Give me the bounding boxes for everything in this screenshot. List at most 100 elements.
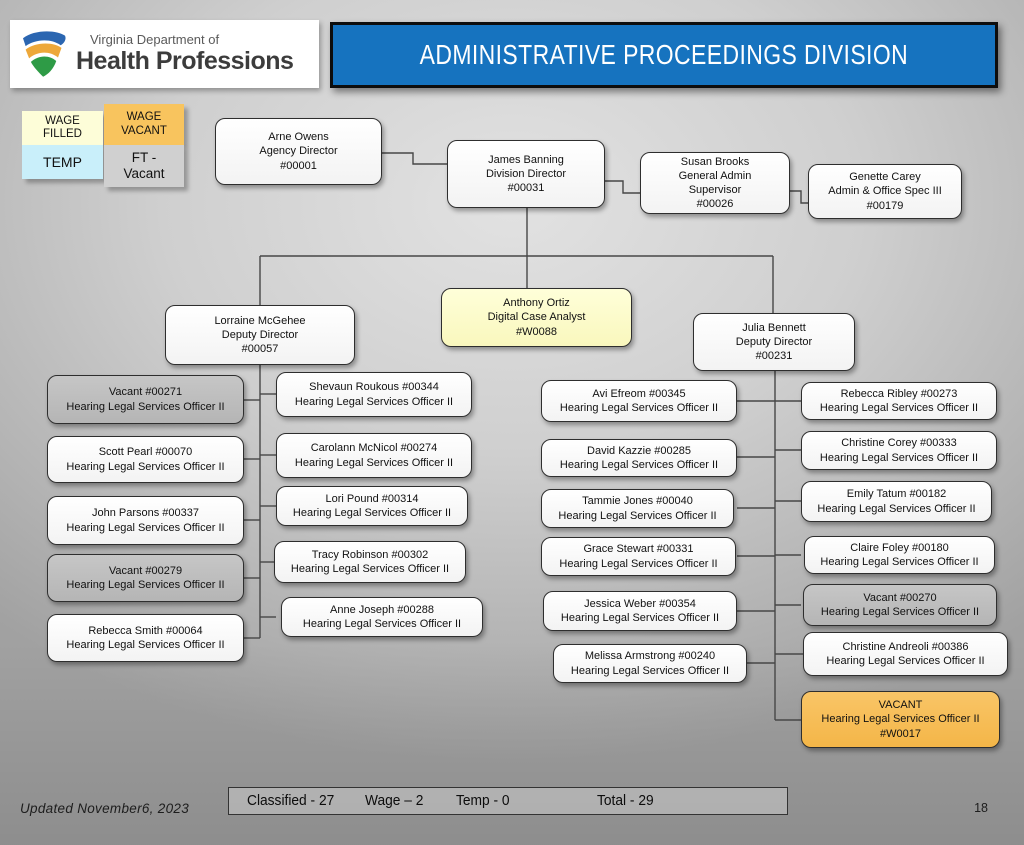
org-box-vacant-00271: Vacant #00271 Hearing Legal Services Off… xyxy=(47,375,244,424)
org-box-christine-corey: Christine Corey #00333 Hearing Legal Ser… xyxy=(801,431,997,470)
person-name: Carolann McNicol #00274 xyxy=(310,442,438,455)
person-role: Hearing Legal Services Officer II xyxy=(817,502,976,515)
person-name: Genette Carey xyxy=(849,171,921,184)
person-name: Vacant #00271 xyxy=(108,386,183,399)
page-number: 18 xyxy=(974,801,988,815)
person-role: Hearing Legal Services Officer II xyxy=(66,579,225,591)
position-id: #00001 xyxy=(280,159,317,172)
person-role: Hearing Legal Services Officer II xyxy=(292,507,452,519)
org-box-rebecca-smith: Rebecca Smith #00064 Hearing Legal Servi… xyxy=(47,614,244,662)
person-role: Hearing Legal Services Officer II xyxy=(559,459,719,471)
person-role: Hearing Legal Services Officer II xyxy=(560,612,720,624)
person-role: Hearing Legal Services Officer II xyxy=(66,460,225,473)
position-id: #W0017 xyxy=(880,727,921,740)
org-box-shevaun-roukous: Shevaun Roukous #00344 Hearing Legal Ser… xyxy=(276,372,472,417)
person-role: Hearing Legal Services Officer II xyxy=(559,402,719,414)
person-name: Claire Foley #00180 xyxy=(850,541,949,554)
person-name: Anne Joseph #00288 xyxy=(330,603,434,616)
person-role: Admin & Office Spec III xyxy=(828,185,942,198)
person-name: Lori Pound #00314 xyxy=(325,492,419,505)
person-name: Anthony Ortiz xyxy=(503,297,570,310)
legend-wage-filled: WAGE FILLED xyxy=(22,111,103,145)
position-id: #00179 xyxy=(866,199,904,212)
person-role: Digital Case Analyst xyxy=(487,311,586,324)
summary-classified: Classified - 27 xyxy=(247,793,335,809)
person-role: Deputy Director xyxy=(735,335,813,348)
person-name: Avi Efreom #00345 xyxy=(592,387,686,400)
legend-temp: TEMP xyxy=(22,145,103,179)
person-name: Shevaun Roukous #00344 xyxy=(309,381,439,394)
person-name: Susan Brooks xyxy=(680,155,750,168)
person-role: Hearing Legal Services Officer II xyxy=(302,618,462,630)
org-box-susan-brooks: Susan Brooks General Admin Supervisor #0… xyxy=(640,152,790,214)
org-box-claire-foley: Claire Foley #00180 Hearing Legal Servic… xyxy=(804,536,995,574)
person-role: Division Director xyxy=(485,167,567,180)
person-role: Hearing Legal Services Officer II xyxy=(559,557,718,570)
page-title: ADMINISTRATIVE PROCEEDINGS DIVISION xyxy=(419,39,909,70)
summary-bar: Classified - 27 Wage – 2 Temp - 0 Total … xyxy=(228,787,788,815)
org-box-grace-stewart: Grace Stewart #00331 Hearing Legal Servi… xyxy=(541,537,736,576)
person-name: Tracy Robinson #00302 xyxy=(311,548,429,561)
org-box-john-parsons: John Parsons #00337 Hearing Legal Servic… xyxy=(47,496,244,545)
person-name: VACANT xyxy=(878,699,923,712)
org-box-tracy-robinson: Tracy Robinson #00302 Hearing Legal Serv… xyxy=(274,541,466,583)
health-professions-logo-icon xyxy=(23,31,66,77)
person-name: David Kazzie #00285 xyxy=(587,444,691,457)
person-role: Hearing Legal Services Officer II xyxy=(820,556,979,568)
person-role: Hearing Legal Services Officer II xyxy=(819,451,979,464)
person-name: Emily Tatum #00182 xyxy=(846,488,947,501)
person-name: Christine Andreoli #00386 xyxy=(842,640,969,653)
person-role: Hearing Legal Services Officer II xyxy=(290,563,450,575)
person-role: Hearing Legal Services Officer II xyxy=(819,402,979,414)
person-name: Rebecca Smith #00064 xyxy=(88,624,203,637)
person-name: Jessica Weber #00354 xyxy=(584,597,696,610)
logo-box: Virginia Department of Health Profession… xyxy=(10,20,319,88)
person-name: James Banning xyxy=(488,153,564,166)
org-box-arne-owens: Arne Owens Agency Director #00001 xyxy=(215,118,382,185)
person-name: Vacant #00279 xyxy=(108,564,183,577)
position-id: #00031 xyxy=(507,182,545,195)
org-box-lorraine-mcgehee: Lorraine McGehee Deputy Director #00057 xyxy=(165,305,355,365)
org-box-james-banning: James Banning Division Director #00031 xyxy=(447,140,605,208)
position-id: #00057 xyxy=(241,343,279,356)
summary-temp: Temp - 0 xyxy=(456,793,511,809)
person-role: Hearing Legal Services Officer II xyxy=(294,456,454,469)
org-box-emily-tatum: Emily Tatum #00182 Hearing Legal Service… xyxy=(801,481,992,522)
person-name: Arne Owens xyxy=(268,131,329,144)
logo-text-bottom: Health Professions xyxy=(76,47,294,75)
org-box-vacant-w0017: VACANT Hearing Legal Services Officer II… xyxy=(801,691,1000,748)
org-box-melissa-armstrong: Melissa Armstrong #00240 Hearing Legal S… xyxy=(553,644,747,683)
person-name: Grace Stewart #00331 xyxy=(583,543,694,556)
person-role: Hearing Legal Services Officer II xyxy=(570,664,730,677)
org-box-lori-pound: Lori Pound #00314 Hearing Legal Services… xyxy=(276,486,468,526)
org-box-jessica-weber: Jessica Weber #00354 Hearing Legal Servi… xyxy=(543,591,737,631)
org-box-anthony-ortiz: Anthony Ortiz Digital Case Analyst #W008… xyxy=(441,288,632,347)
legend-wage-vacant: WAGE VACANT xyxy=(104,104,184,145)
org-box-anne-joseph: Anne Joseph #00288 Hearing Legal Service… xyxy=(281,597,483,637)
updated-date-label: Updated November6, 2023 xyxy=(20,801,190,816)
org-box-avi-efreom: Avi Efreom #00345 Hearing Legal Services… xyxy=(541,380,737,422)
org-box-rebecca-ribley: Rebecca Ribley #00273 Hearing Legal Serv… xyxy=(801,382,997,420)
title-banner: ADMINISTRATIVE PROCEEDINGS DIVISION xyxy=(330,22,998,88)
person-role: Hearing Legal Services Officer II xyxy=(821,713,980,726)
person-name: Vacant #00270 xyxy=(863,591,937,604)
person-role: Hearing Legal Services Officer II xyxy=(66,639,225,651)
person-name: Melissa Armstrong #00240 xyxy=(584,650,716,663)
org-box-scott-pearl: Scott Pearl #00070 Hearing Legal Service… xyxy=(47,436,244,483)
person-role: Hearing Legal Services Officer II xyxy=(826,655,985,667)
person-role: Deputy Director xyxy=(221,328,299,341)
person-role: General Admin xyxy=(678,169,752,182)
person-role: Agency Director xyxy=(259,145,338,158)
person-role: Hearing Legal Services Officer II xyxy=(558,509,717,522)
logo-text: Virginia Department of Health Profession… xyxy=(76,32,294,76)
org-box-julia-bennett: Julia Bennett Deputy Director #00231 xyxy=(693,313,855,371)
position-id: #W0088 xyxy=(516,325,557,338)
legend-ft-vacant: FT - Vacant xyxy=(104,145,184,187)
person-role: Hearing Legal Services Officer II xyxy=(820,606,980,618)
org-box-tammie-jones: Tammie Jones #00040 Hearing Legal Servic… xyxy=(541,489,734,528)
position-id: #00026 xyxy=(696,198,734,211)
person-role: Hearing Legal Services Officer II xyxy=(66,400,225,413)
person-name: Scott Pearl #00070 xyxy=(98,446,193,459)
